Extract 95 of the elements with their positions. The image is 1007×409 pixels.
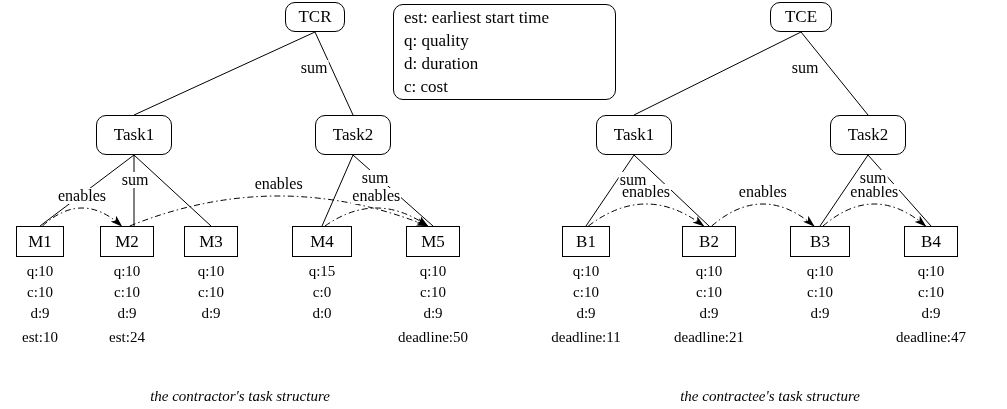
node-text: B3 — [810, 232, 830, 251]
attribute-text: q:10 — [419, 262, 447, 281]
attribute-text: c:0 — [312, 283, 332, 302]
method-box — [406, 226, 460, 257]
attribute-text: q:15 — [308, 262, 336, 281]
attribute-text: d:0 — [312, 304, 332, 323]
dash-dot-arrow — [41, 207, 123, 227]
tree-line — [633, 31, 802, 116]
node-text: Task1 — [113, 126, 155, 144]
attribute-text: q:10 — [917, 262, 945, 281]
node-text: M4 — [310, 232, 334, 251]
method-box — [790, 226, 850, 257]
tree-line — [819, 154, 869, 227]
dash-dot-arrow — [822, 203, 927, 227]
attribute-text: est:24 — [109, 328, 145, 347]
attribute-text: q:10 — [695, 262, 723, 281]
method-box — [292, 226, 352, 257]
rounded-node-box — [830, 115, 906, 155]
attribute-text: c:10 — [420, 283, 446, 302]
attribute-text: d:9 — [699, 304, 719, 323]
tree-line — [585, 154, 635, 227]
method-box — [682, 226, 736, 257]
node-text: Task2 — [332, 126, 374, 144]
attribute-text: q:10 — [113, 262, 141, 281]
aggregation-label: sum — [360, 170, 390, 186]
attribute-text: est:10 — [22, 328, 58, 347]
edge-label: enables — [253, 176, 304, 192]
attribute-text: c:10 — [114, 283, 140, 302]
node-text: Task1 — [613, 126, 655, 144]
attribute-text: deadline:21 — [674, 328, 744, 347]
node-text: d: duration — [404, 53, 479, 75]
edge-label: enables — [849, 184, 900, 200]
attribute-text: c:10 — [918, 283, 944, 302]
attribute-text: q:10 — [572, 262, 600, 281]
attribute-text: d:9 — [201, 304, 221, 323]
aggregation-label: sum — [299, 60, 329, 76]
node-text: M5 — [421, 232, 445, 251]
tree-line — [314, 31, 354, 116]
node-text: TCE — [784, 8, 818, 26]
method-box — [184, 226, 238, 257]
tree-line — [633, 154, 710, 227]
tree-line — [133, 154, 212, 227]
rounded-node-box — [285, 2, 345, 32]
node-text: c: cost — [404, 76, 448, 98]
attribute-text: c:10 — [696, 283, 722, 302]
legend-box — [393, 4, 616, 100]
edge-label: enables — [57, 188, 107, 204]
aggregation-label: sum — [120, 172, 150, 188]
edge-label: enables — [737, 184, 788, 200]
method-box — [562, 226, 610, 257]
node-text: B1 — [576, 232, 596, 251]
attribute-text: deadline:11 — [551, 328, 621, 347]
node-text: est: earliest start time — [404, 7, 549, 29]
aggregation-label: sum — [858, 170, 888, 186]
dash-dot-arrow — [324, 207, 429, 227]
edge-label: enables — [621, 184, 671, 200]
method-box — [16, 226, 64, 257]
aggregation-label: sum — [618, 172, 648, 188]
attribute-text: c:10 — [27, 283, 53, 302]
method-box — [100, 226, 154, 257]
attribute-text: d:9 — [117, 304, 137, 323]
attribute-text: q:10 — [806, 262, 834, 281]
node-text: q: quality — [404, 30, 469, 52]
attribute-text: c:10 — [573, 283, 599, 302]
edge-label: enables — [351, 188, 402, 204]
attribute-text: d:9 — [30, 304, 50, 323]
attribute-text: c:10 — [198, 283, 224, 302]
method-box — [904, 226, 958, 257]
attribute-text: q:10 — [26, 262, 54, 281]
tree-line — [800, 31, 869, 116]
rounded-node-box — [96, 115, 172, 155]
node-text: Task2 — [847, 126, 889, 144]
attribute-text: c:10 — [807, 283, 833, 302]
caption: the contractee's task structure — [679, 388, 861, 404]
attribute-text: q:10 — [197, 262, 225, 281]
rounded-node-box — [315, 115, 391, 155]
tree-line — [133, 31, 316, 116]
attribute-text: d:9 — [921, 304, 941, 323]
attribute-text: d:9 — [810, 304, 830, 323]
node-text: B4 — [921, 232, 941, 251]
dash-dot-arrow — [711, 203, 815, 227]
caption: the contractor's task structure — [149, 388, 331, 404]
attribute-text: deadline:47 — [896, 328, 966, 347]
attribute-text: d:9 — [423, 304, 443, 323]
rounded-node-box — [596, 115, 672, 155]
node-text: M3 — [199, 232, 223, 251]
node-text: TCR — [298, 8, 332, 26]
attribute-text: d:9 — [576, 304, 596, 323]
tree-line — [321, 154, 354, 227]
node-text: M1 — [28, 232, 52, 251]
attribute-text: deadline:50 — [398, 328, 468, 347]
node-text: M2 — [115, 232, 139, 251]
rounded-node-box — [770, 2, 832, 32]
dash-dot-arrow — [587, 203, 705, 227]
node-text: B2 — [699, 232, 719, 251]
